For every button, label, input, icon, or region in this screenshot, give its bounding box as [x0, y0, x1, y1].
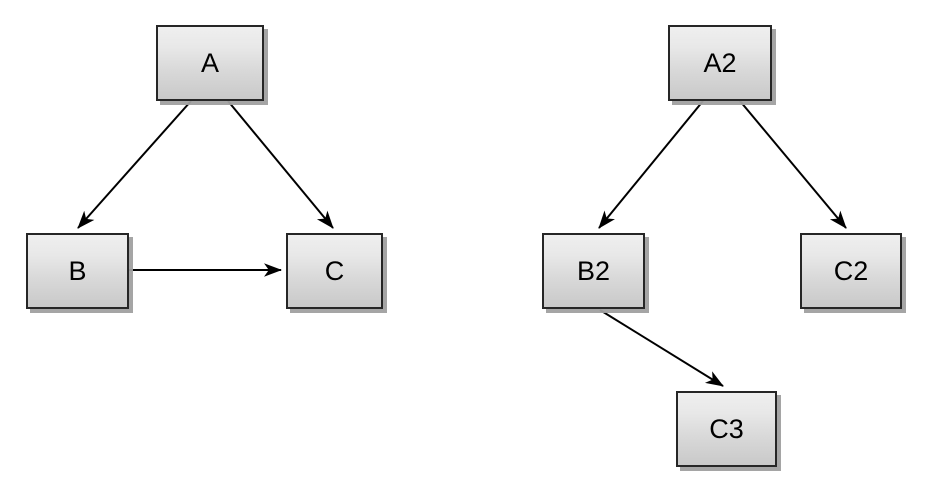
node-c[interactable]: C: [286, 233, 383, 309]
node-a2[interactable]: A2: [668, 25, 772, 101]
node-label-b2: B2: [576, 255, 611, 286]
node-label-c2: C2: [833, 255, 869, 286]
node-c3[interactable]: C3: [676, 391, 777, 467]
node-b2[interactable]: B2: [542, 233, 645, 309]
node-label-c: C: [324, 255, 345, 286]
node-b[interactable]: B: [26, 233, 129, 309]
node-c2[interactable]: C2: [800, 233, 902, 309]
node-a[interactable]: A: [156, 25, 264, 101]
edge-b2-to-c3[interactable]: [599, 309, 724, 387]
node-label-b: B: [68, 255, 87, 286]
node-label-a: A: [200, 47, 219, 78]
edge-a-to-b[interactable]: [77, 100, 192, 229]
edges-group: [77, 100, 847, 387]
edge-a2-to-c2[interactable]: [739, 100, 847, 229]
edge-a-to-c[interactable]: [227, 100, 334, 229]
node-label-a2: A2: [703, 47, 737, 78]
node-label-c3: C3: [709, 413, 744, 444]
edge-a2-to-b2[interactable]: [598, 100, 704, 229]
